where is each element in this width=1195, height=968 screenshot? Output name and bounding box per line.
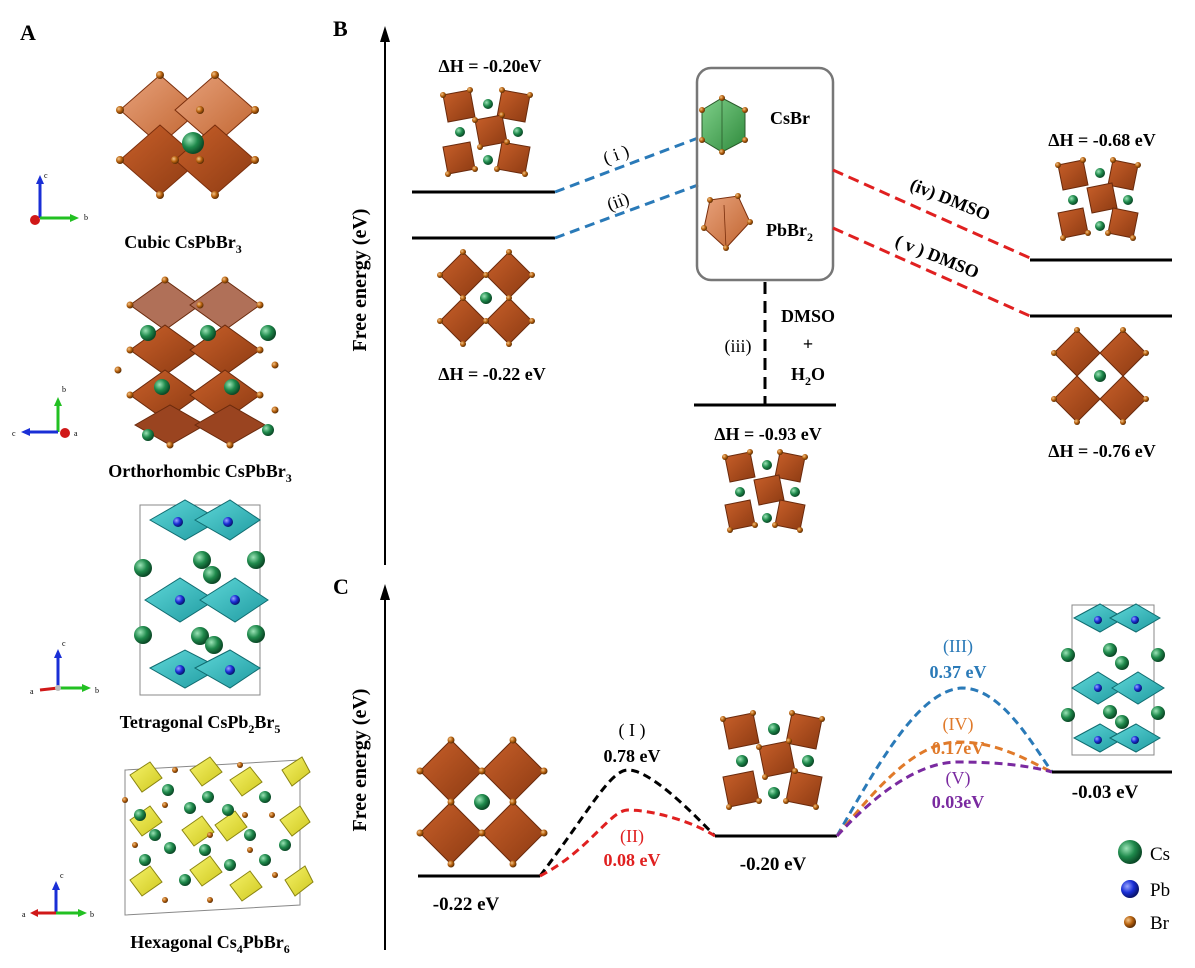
plus-label: +: [803, 334, 813, 354]
h2o-label: H2O: [791, 364, 825, 388]
cs-legend-label: Cs: [1150, 844, 1170, 865]
atom-legend: Cs Pb Br: [1118, 840, 1170, 934]
svg-text:c: c: [62, 639, 66, 648]
left-top-dh: ΔH = -0.20eV: [438, 56, 541, 76]
barrier-I-curve: [538, 768, 717, 877]
barrier-V-label: (V): [946, 768, 971, 789]
csbr-label: CsBr: [770, 108, 810, 128]
barrier-II-curve: [539, 808, 716, 878]
axes-triad-4: c a b: [22, 871, 94, 919]
hexagonal-structure-image: [122, 756, 314, 916]
structure-label-tetragonal: Tetragonal CsPb2Br5: [120, 712, 281, 736]
barrier-V-curve: [835, 760, 1053, 838]
pbbr2-label: PbBr2: [766, 220, 813, 244]
cubic-structure-image: [116, 71, 259, 199]
cs-legend-marker: [1118, 840, 1142, 864]
level-c-1-label: -0.22 eV: [433, 894, 500, 915]
br-legend-label: Br: [1150, 913, 1170, 934]
axes-triad-3: c a b: [30, 639, 99, 696]
svg-text:b: b: [84, 213, 88, 222]
barrier-II-label: (II): [620, 826, 644, 847]
barrier-IV-value: 0.17eV: [932, 738, 985, 758]
path-v-line: [832, 226, 1031, 318]
barrier-II-value: 0.08 eV: [604, 850, 661, 870]
tetragonal-structure-image: [134, 499, 269, 696]
axes-triad-2: b c a: [12, 385, 78, 438]
svg-text:a: a: [22, 910, 26, 919]
panel-b-y-axis-label: Free energy (eV): [349, 209, 371, 352]
svg-text:b: b: [95, 686, 99, 695]
dmso-label: DMSO: [781, 306, 835, 326]
pb-legend-marker: [1121, 880, 1139, 898]
path-i-label: ( i ): [600, 141, 632, 170]
structure-left-top: [440, 87, 533, 177]
svg-text:b: b: [90, 910, 94, 919]
structure-center-bottom: [722, 449, 808, 533]
panel-label-a: A: [20, 20, 36, 45]
panel-b: Free energy (eV) ΔH = -0.20eV: [349, 26, 1172, 565]
path-v-label: ( v ) DMSO: [892, 231, 982, 284]
barrier-IV-curve: [835, 740, 1053, 837]
level-c-3-label: -0.03 eV: [1072, 782, 1139, 803]
path-iii-label: (iii): [725, 336, 752, 357]
structure-label-cubic: Cubic CsPbBr3: [124, 232, 242, 256]
svg-text:c: c: [44, 171, 48, 180]
reactants-box: [695, 66, 835, 282]
barrier-III-curve: [835, 686, 1054, 837]
level-c-2-label: -0.20 eV: [740, 854, 807, 875]
barrier-IV-label: (IV): [943, 714, 974, 735]
svg-text:b: b: [62, 385, 66, 394]
left-bottom-dh: ΔH = -0.22 eV: [438, 364, 546, 384]
structure-right-top: [1055, 157, 1141, 241]
panel-label-b: B: [333, 16, 348, 41]
barrier-V-value: 0.03eV: [932, 792, 985, 812]
path-ii-line: [554, 183, 699, 240]
path-iv-line: [832, 168, 1031, 260]
panel-a: c b Cubic CsPbBr3: [12, 71, 314, 956]
structure-label-hexagonal: Hexagonal Cs4PbBr6: [130, 932, 290, 956]
barrier-III-value: 0.37 eV: [930, 662, 987, 682]
orthorhombic-structure-image: [114, 276, 279, 449]
panel-label-c: C: [333, 574, 349, 599]
structure-right-bottom: [1051, 327, 1149, 425]
axes-triad-1: c b: [30, 171, 88, 225]
br-legend-marker: [1124, 916, 1136, 928]
center-dh: ΔH = -0.93 eV: [714, 424, 822, 444]
svg-text:a: a: [30, 687, 34, 696]
barrier-III-label: (III): [943, 636, 973, 657]
right-bottom-dh: ΔH = -0.76 eV: [1048, 441, 1156, 461]
csbr-structure: [699, 95, 748, 155]
svg-text:c: c: [12, 429, 16, 438]
panel-c-y-axis-label: Free energy (eV): [349, 689, 371, 832]
structure-c-middle: [720, 710, 825, 810]
structure-label-orthorhombic: Orthorhombic CsPbBr3: [108, 461, 292, 485]
svg-text:a: a: [74, 429, 78, 438]
barrier-I-label: ( I ): [619, 720, 646, 741]
structure-c-right: [1061, 603, 1165, 756]
path-ii-label: (ii): [604, 188, 632, 215]
pb-legend-label: Pb: [1150, 880, 1170, 901]
structure-left-bottom: [437, 249, 535, 347]
path-iv-label: (iv) DMSO: [907, 174, 993, 225]
structure-c-left: [416, 736, 548, 868]
path-i-line: [554, 136, 699, 194]
panel-c: Free energy (eV) -0.22 eV ( I ) 0.78 eV …: [349, 584, 1172, 950]
right-top-dh: ΔH = -0.68 eV: [1048, 130, 1156, 150]
svg-text:c: c: [60, 871, 64, 880]
barrier-I-value: 0.78 eV: [604, 746, 661, 766]
pbbr2-structure: [701, 193, 753, 251]
